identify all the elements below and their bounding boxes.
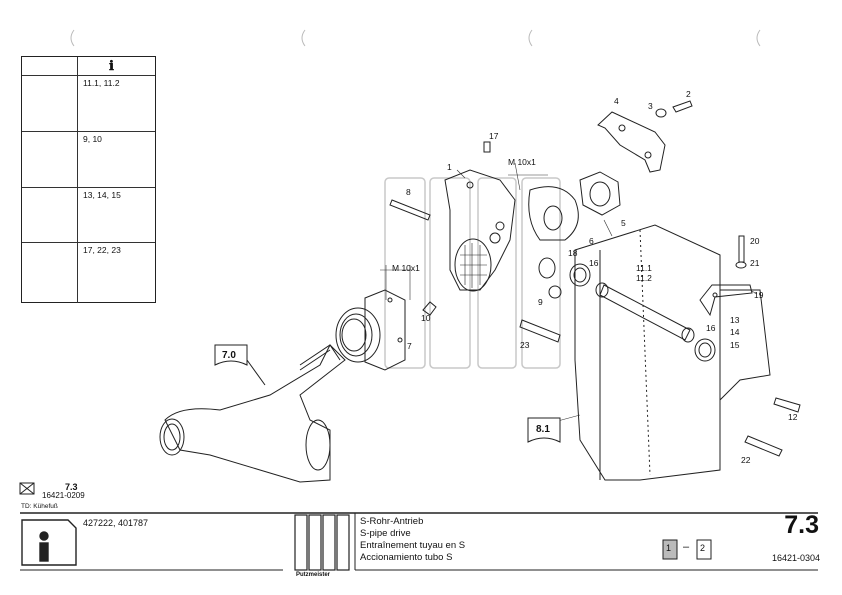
part-label: 23 — [520, 340, 530, 350]
binder-hole-1 — [70, 29, 75, 47]
brand-name: Putzmeister — [296, 572, 331, 578]
s-pipe — [159, 344, 346, 483]
title-fr: Entraînement tuyau en S — [360, 540, 466, 551]
part-label: 8 — [406, 187, 411, 197]
crossref-8-1-label: 8.1 — [536, 424, 550, 435]
part-label: 11.1 — [636, 263, 652, 273]
part-label: 4 — [614, 96, 619, 106]
part-label: 15 — [730, 340, 740, 350]
part-label: 14 — [730, 327, 740, 337]
crossref-8-1-box — [527, 417, 561, 443]
part-label: 19 — [754, 290, 764, 300]
drive-lever — [444, 169, 516, 292]
bolt-22 — [744, 435, 783, 457]
page-total: 2 — [700, 543, 706, 553]
bolt-20 — [738, 235, 745, 263]
thread-callout: M 10x1 — [392, 263, 420, 273]
page-nav-icons — [662, 539, 712, 560]
leader-lines — [380, 162, 758, 426]
part-label: 21 — [750, 258, 760, 268]
part-label: 9 — [538, 297, 543, 307]
bearing-flange — [335, 289, 406, 371]
title-es: Accionamiento tubo S — [360, 552, 453, 563]
part-label: 5 — [621, 218, 626, 228]
title-en: S-pipe drive — [360, 528, 411, 539]
document-id: 16421-0304 — [771, 553, 820, 563]
thread-callout: M 10x1 — [508, 157, 536, 167]
bracket-top — [597, 100, 693, 173]
legend-refs: 17, 22, 23 — [83, 245, 121, 255]
legend-table: ℹ 11.1, 11.2 9, 10 13, 14, 15 17, 22, 23 — [21, 56, 156, 303]
page-current: 1 — [666, 543, 672, 553]
crossref-section: 7.3 — [65, 482, 78, 492]
part-label: 7 — [407, 341, 412, 351]
part-label: 17 — [489, 131, 499, 141]
footer-info-icon — [21, 519, 77, 566]
crossref-7-0-label: 7.0 — [222, 350, 236, 361]
part-label: 3 — [648, 101, 653, 111]
binder-hole-4 — [756, 29, 761, 47]
crossref-ticket-icon — [19, 482, 35, 495]
part-label: 12 — [788, 412, 798, 422]
part-label: 16 — [706, 323, 716, 333]
nut-and-washer — [528, 171, 621, 241]
part-label: 11.2 — [636, 273, 652, 283]
legend-row-inspection: 13, 14, 15 — [22, 187, 155, 243]
legend-refs: 9, 10 — [83, 134, 102, 144]
legend-row-tools: 17, 22, 23 — [22, 242, 155, 303]
section-number: 7.3 — [784, 511, 819, 539]
part-label: 1 — [447, 162, 452, 172]
legend-refs: 11.1, 11.2 — [83, 78, 120, 88]
bolts — [389, 141, 801, 457]
footer-lines — [20, 512, 818, 571]
binder-hole-2 — [301, 29, 306, 47]
pm-watermark — [384, 177, 561, 369]
page-separator: – — [683, 541, 690, 553]
bracket-19 — [699, 284, 753, 317]
title-de: S-Rohr-Antrieb — [360, 516, 424, 527]
crossref-number: 16421-0209 — [42, 491, 85, 500]
legend-row-lubrication: 9, 10 — [22, 131, 155, 188]
part-label: 18 — [568, 248, 578, 258]
grease-nipple-17 — [483, 141, 491, 153]
info-icon: ℹ — [109, 58, 114, 73]
part-label: 20 — [750, 236, 760, 246]
legend-refs: 13, 14, 15 — [83, 190, 121, 200]
part-label: 22 — [741, 455, 751, 465]
binder-hole-3 — [528, 29, 533, 47]
shaft-pin — [538, 257, 716, 362]
crossref-7-0-box — [214, 344, 266, 386]
part-label: 6 — [589, 236, 594, 246]
serial-refs: 427222, 401787 — [83, 518, 149, 528]
bolt-10 — [422, 301, 437, 316]
legend-row-manual: 11.1, 11.2 — [22, 75, 155, 132]
part-label: 16 — [589, 258, 599, 268]
housing-casting — [574, 224, 771, 481]
brand-logo — [294, 514, 350, 571]
bolt-12 — [773, 397, 801, 413]
td-note: TD: Kühefuß — [21, 503, 58, 510]
bolt-23 — [519, 319, 561, 343]
part-label: 2 — [686, 89, 691, 99]
part-label: 13 — [730, 315, 740, 325]
part-label: 10 — [421, 313, 431, 323]
